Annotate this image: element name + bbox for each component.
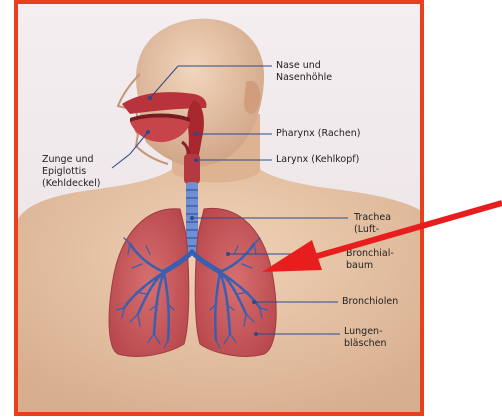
label-pharynx: Pharynx (Rachen) [276, 128, 361, 140]
label-bronchiolen: Bronchiolen [342, 296, 398, 308]
label-lungenblaeschen: Lungen-bläschen [344, 326, 387, 350]
label-trachea: Trachea(Luft- [354, 212, 391, 236]
respiratory-system-illustration [18, 4, 424, 416]
label-bronchialbaum: Bronchial-baum [346, 248, 394, 272]
label-larynx: Larynx (Kehlkopf) [276, 154, 359, 166]
larynx [184, 154, 200, 184]
